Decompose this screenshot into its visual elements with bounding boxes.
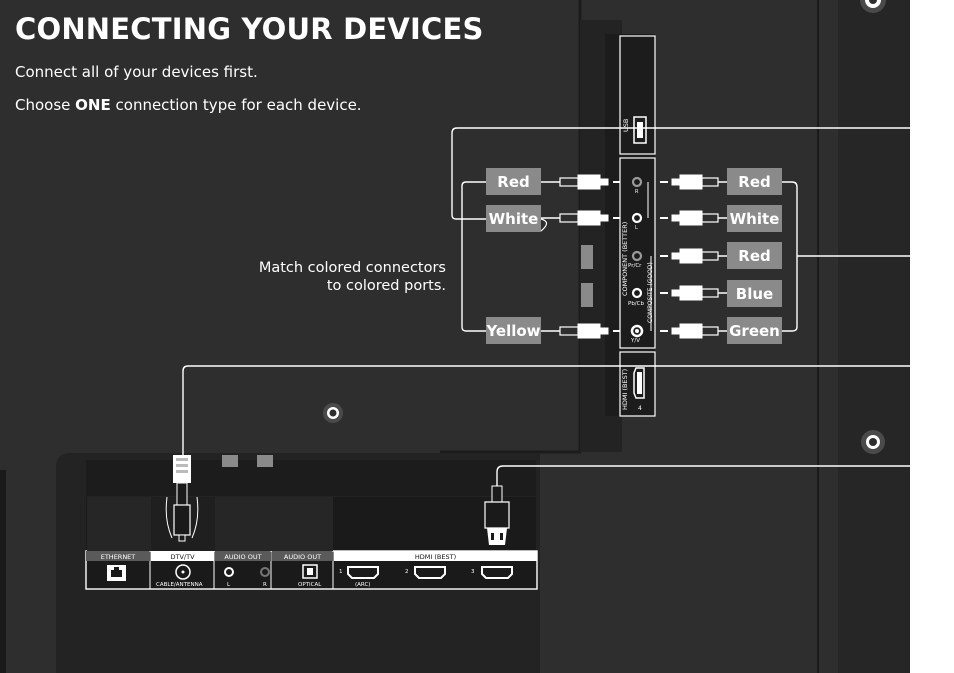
audio-out-header-2: AUDIO OUT xyxy=(272,552,333,561)
label-left-red: Red xyxy=(486,168,541,195)
usb-port-icon xyxy=(633,116,647,144)
intro-line-1: Connect all of your devices first. xyxy=(15,63,258,81)
label-right-green: Green xyxy=(727,317,782,344)
port-label-r: R xyxy=(635,189,639,195)
label-left-yellow: Yellow xyxy=(486,317,541,344)
screw-mount-icon xyxy=(861,430,885,454)
component-label: COMPONENT (BETTER) xyxy=(621,221,629,296)
left-rca-plugs xyxy=(540,174,620,339)
coax-port-icon xyxy=(175,564,191,580)
intro-line-2: Choose ONE connection type for each devi… xyxy=(15,96,362,114)
speaker-grill xyxy=(0,470,6,673)
arc-label: (ARC) xyxy=(355,582,371,588)
dtv-sub-label: CABLE/ANTENNA xyxy=(156,582,203,588)
screw-mount-icon xyxy=(323,403,343,423)
audio-out-ports-icon xyxy=(224,567,270,577)
hdmi-1-number: 1 xyxy=(339,569,343,575)
label-right-red: Red xyxy=(727,168,782,195)
hdmi-cable xyxy=(484,485,510,545)
label-right-red-2: Red xyxy=(727,242,782,269)
audio-out-header-1: AUDIO OUT xyxy=(215,552,271,561)
port-label-pb: Pb/Cb xyxy=(628,301,644,307)
label-right-white: White xyxy=(727,205,782,232)
hdmi-4-number: 4 xyxy=(638,405,642,412)
usb-label: USB xyxy=(622,118,630,132)
hdmi-2-number: 2 xyxy=(405,569,409,575)
audio-l-label: L xyxy=(227,582,231,588)
port-label-pr: Pr/Cr xyxy=(628,263,642,269)
port-label-yv: Y/V xyxy=(631,338,640,344)
coax-cable xyxy=(165,455,199,542)
hdmi-4-port-icon xyxy=(633,367,645,399)
page-title: CONNECTING YOUR DEVICES xyxy=(15,12,484,46)
composite-label: COMPOSITE (GOOD) xyxy=(647,262,654,323)
side-rca-ports xyxy=(630,176,644,338)
audio-r-label: R xyxy=(263,582,267,588)
screw-mount-icon xyxy=(860,0,886,13)
optical-port-icon xyxy=(302,564,318,579)
optical-label: OPTICAL xyxy=(298,582,322,588)
label-left-white: White xyxy=(486,205,541,232)
ethernet-header: ETHERNET xyxy=(86,552,150,561)
right-rca-plugs xyxy=(660,174,728,339)
hdmi-side-label: HDMI (BEST) xyxy=(621,368,629,410)
dtv-header: DTV/TV xyxy=(170,552,195,561)
label-right-blue: Blue xyxy=(727,280,782,307)
port-label-l: L xyxy=(635,225,638,231)
ethernet-port-icon xyxy=(107,565,126,581)
hdmi-bottom-header: HDMI (BEST) xyxy=(414,552,457,561)
tv-right-section xyxy=(838,0,910,673)
hdmi-3-number: 3 xyxy=(471,569,475,575)
hdmi-bottom-ports-icon xyxy=(347,566,513,579)
